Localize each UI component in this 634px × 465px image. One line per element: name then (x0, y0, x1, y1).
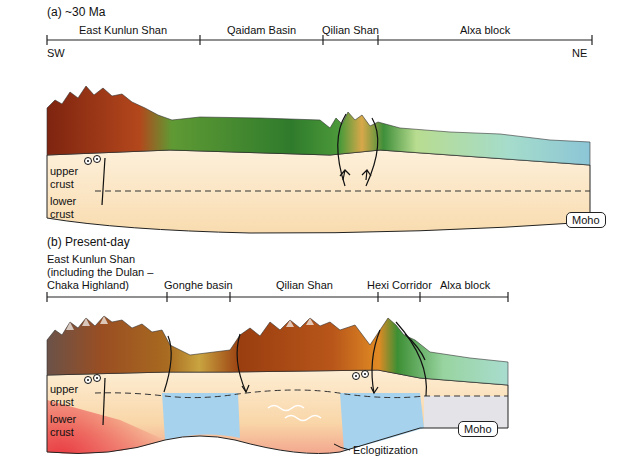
flow-lines (268, 406, 321, 421)
crust-section (47, 370, 508, 454)
region-label: Gonghe basin (164, 279, 233, 292)
region-label: Eclogitization (353, 444, 418, 457)
region-label: East Kunlun Shan (including the Dulan –C… (47, 253, 165, 292)
region-label: lower crust (50, 413, 86, 439)
region-label: Qilian Shan (322, 24, 379, 37)
moho-label: Moho (572, 214, 600, 226)
region-label: upper crust (50, 165, 86, 191)
region-label: Alxa block (460, 24, 510, 37)
eclogite-zone (162, 393, 240, 440)
leader-line (334, 444, 350, 450)
panel-heading: (a) ~30 Ma (47, 6, 105, 19)
region-label: NE (572, 47, 587, 60)
topography-present (47, 316, 508, 385)
snow-peaks (66, 316, 314, 330)
crust-section (47, 150, 590, 233)
strike-slip-symbols (85, 156, 101, 165)
region-label: Hexi Corridor (367, 279, 432, 292)
faults-30ma (102, 114, 378, 205)
moho-tag: Moho (458, 421, 498, 437)
topography-30ma (47, 86, 590, 165)
region-label: Alxa block (440, 279, 490, 292)
region-label: Qaidam Basin (227, 24, 296, 37)
upper-lower-crust-boundary (95, 390, 508, 398)
upper-lower-crust-boundary (95, 191, 590, 192)
scale-bar (47, 292, 508, 302)
eclogite-zone (340, 393, 424, 451)
region-label: lower crust (50, 195, 86, 221)
region-label: Qilian Shan (276, 279, 333, 292)
faults-present (103, 322, 426, 425)
region-label: upper crust (50, 383, 86, 409)
region-label: SW (47, 47, 65, 60)
moho-tag: Moho (566, 212, 606, 228)
scale-bar (47, 35, 592, 45)
panel-heading: (b) Present-day (47, 236, 130, 249)
crust-outline (47, 370, 508, 454)
strike-slip-symbols (85, 371, 369, 384)
region-label: East Kunlun Shan (79, 24, 167, 37)
moho-label: Moho (464, 423, 492, 435)
